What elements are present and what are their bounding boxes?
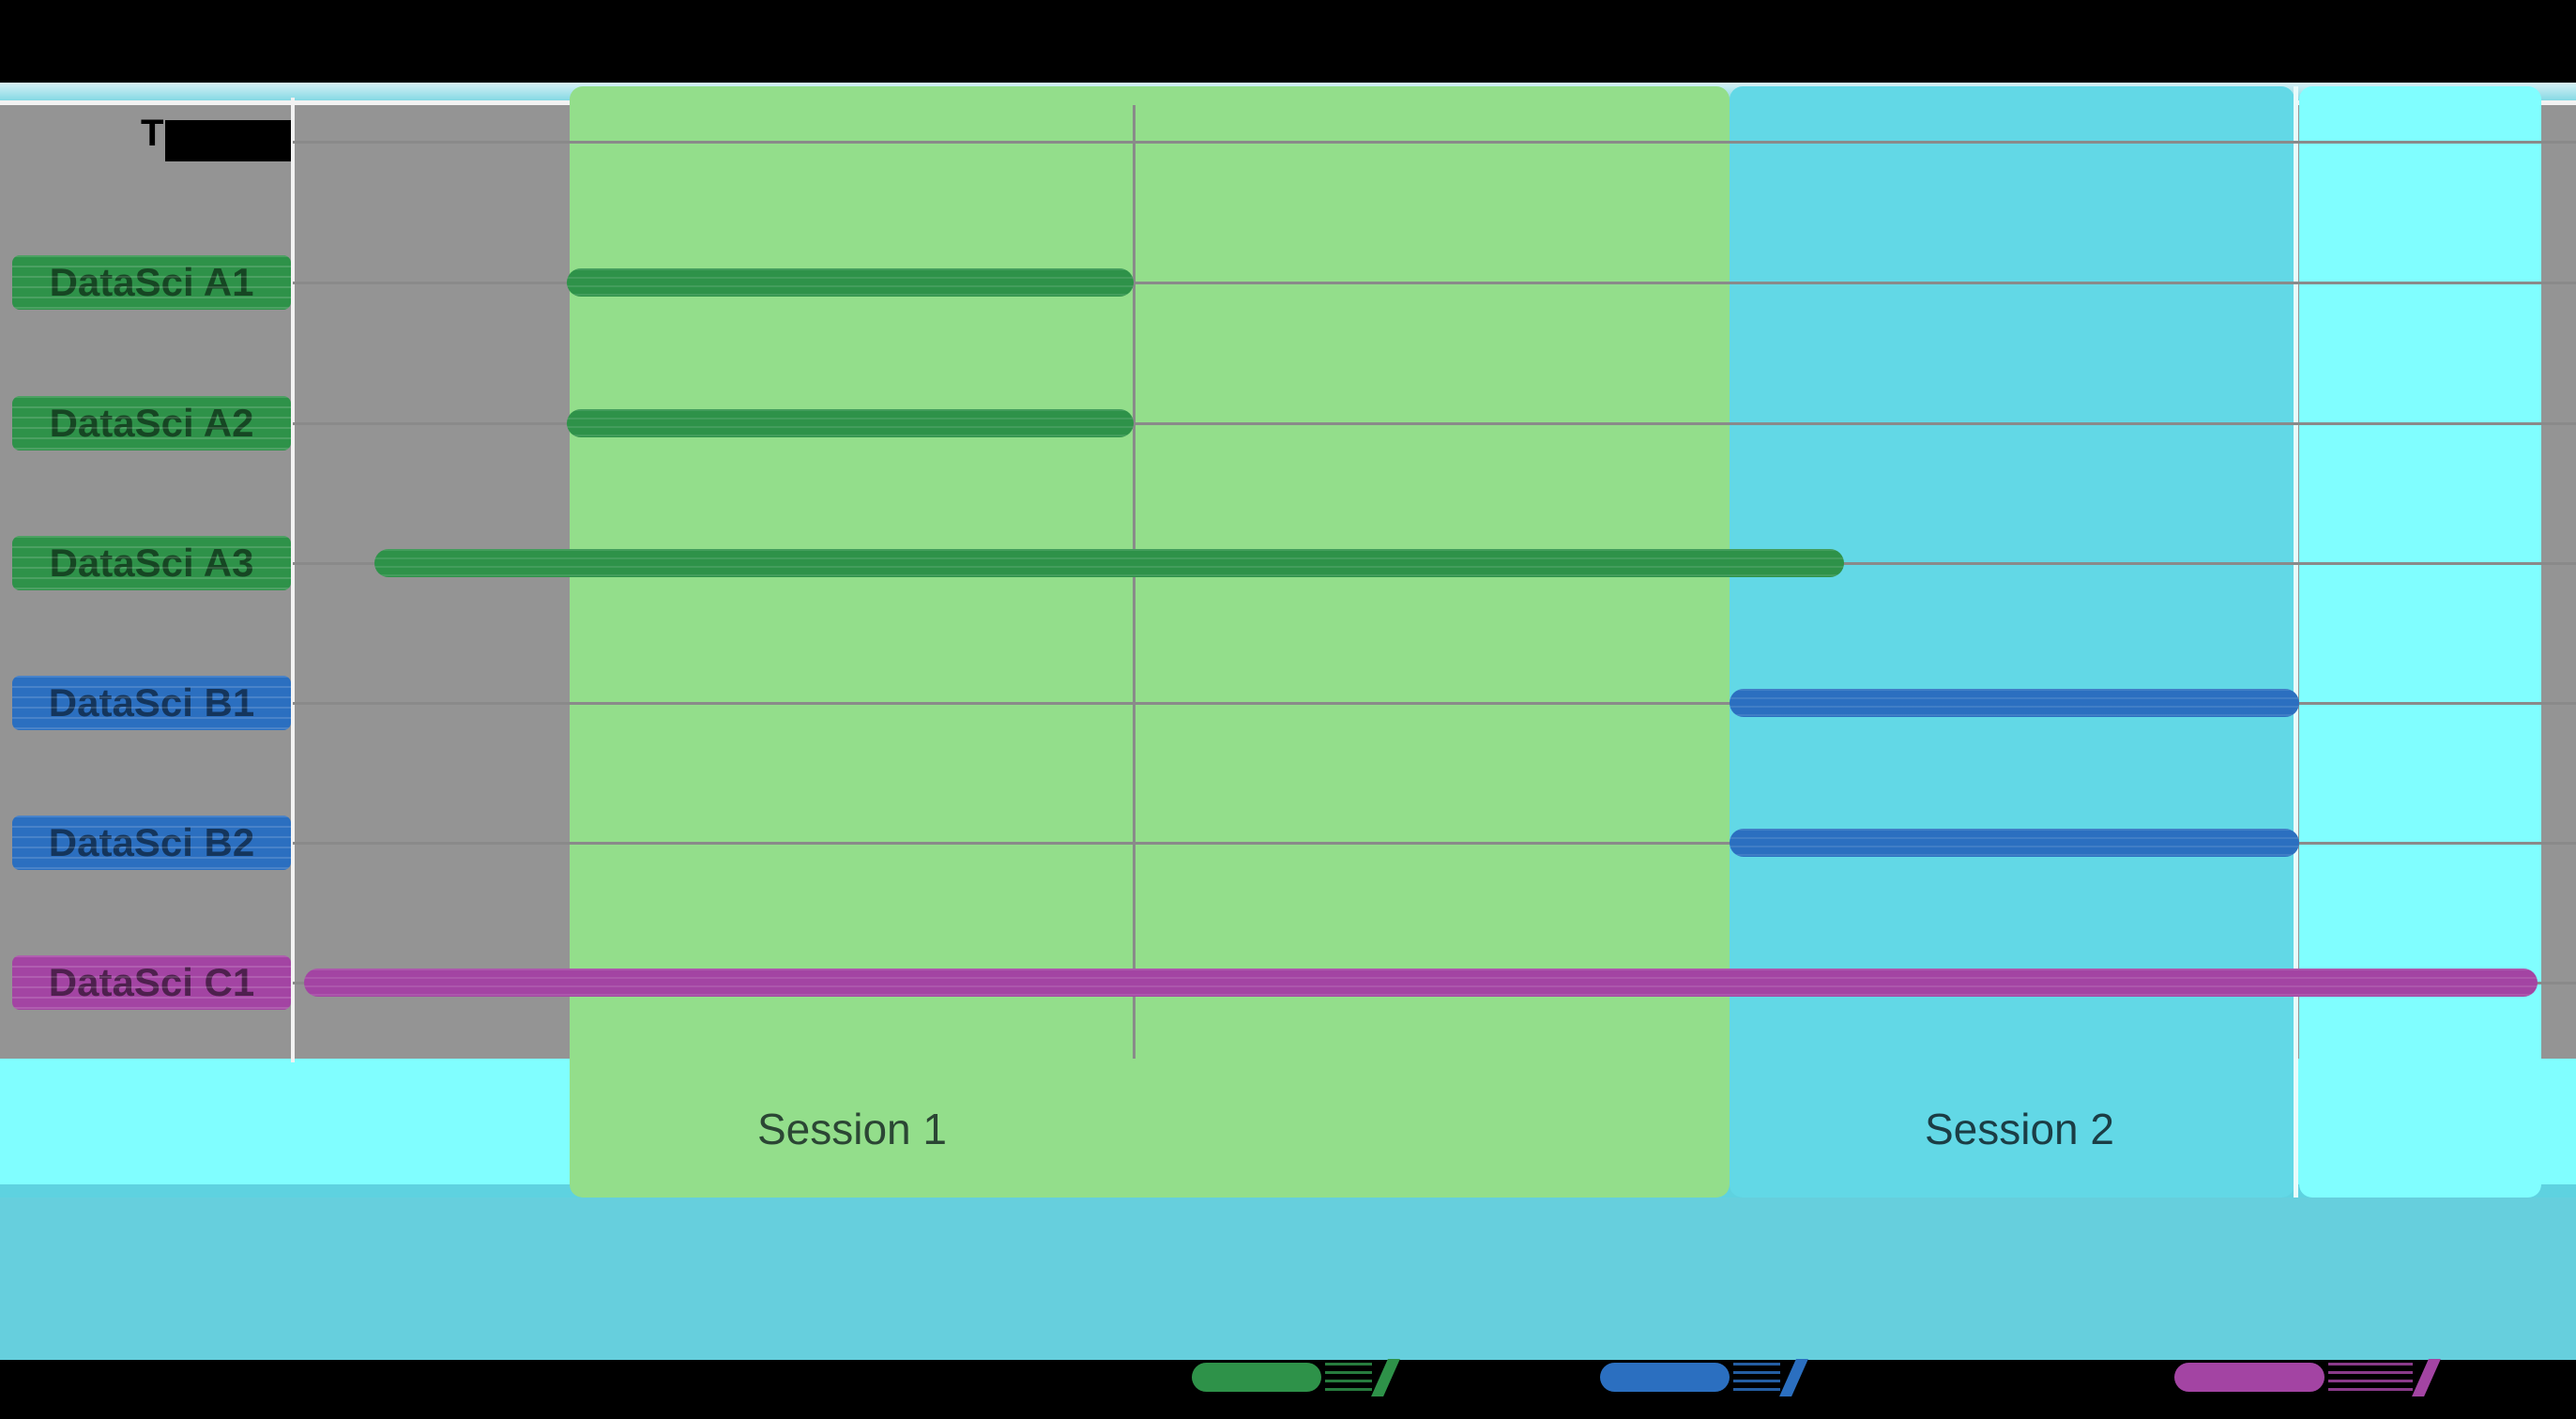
- task-bar-2[interactable]: [567, 409, 1134, 437]
- axis-title-obscured-box: [165, 120, 291, 161]
- gridline-h-0: [293, 141, 2576, 144]
- task-bar-4[interactable]: [1730, 689, 2299, 717]
- legend-key-3[interactable]: [2174, 1363, 2324, 1392]
- row-label-chip-3: DataSci A3: [12, 536, 291, 590]
- task-bar-3[interactable]: [374, 549, 1844, 577]
- gridline-v-1: [1133, 105, 1136, 1059]
- gridline-h-5: [293, 842, 2576, 845]
- task-bar-5[interactable]: [1730, 829, 2299, 857]
- session-label-2: Session 2: [1924, 1105, 2115, 1153]
- legend-streak-3: [2328, 1363, 2413, 1392]
- legend-slash-3: [2412, 1359, 2441, 1396]
- legend-slash-1: [1371, 1359, 1400, 1396]
- row-label-chip-5: DataSci B2: [12, 816, 291, 870]
- legend-streak-1: [1325, 1363, 1372, 1392]
- session-column-2: [1730, 86, 2294, 1198]
- session-label-1: Session 1: [756, 1105, 948, 1153]
- row-label-chip-1: DataSci A1: [12, 255, 291, 310]
- gridline-h-2: [293, 422, 2576, 425]
- y-axis-line: [291, 98, 295, 1062]
- row-label-chip-2: DataSci A2: [12, 396, 291, 450]
- row-label-chip-6: DataSci C1: [12, 955, 291, 1010]
- session-column-1: [570, 86, 1730, 1198]
- session-column-3: [2299, 86, 2541, 1198]
- row-label-chip-4: DataSci B1: [12, 676, 291, 730]
- gridline-h-1: [293, 282, 2576, 284]
- legend-streak-2: [1733, 1363, 1780, 1392]
- legend-key-1[interactable]: [1192, 1363, 1321, 1392]
- axis-title-text: T: [141, 113, 164, 154]
- gridline-h-4: [293, 702, 2576, 705]
- legend-slash-2: [1779, 1359, 1808, 1396]
- legend-key-2[interactable]: [1600, 1363, 1730, 1392]
- task-bar-6[interactable]: [304, 969, 2538, 997]
- task-bar-1[interactable]: [567, 268, 1134, 297]
- column-gap-line: [2294, 86, 2298, 1198]
